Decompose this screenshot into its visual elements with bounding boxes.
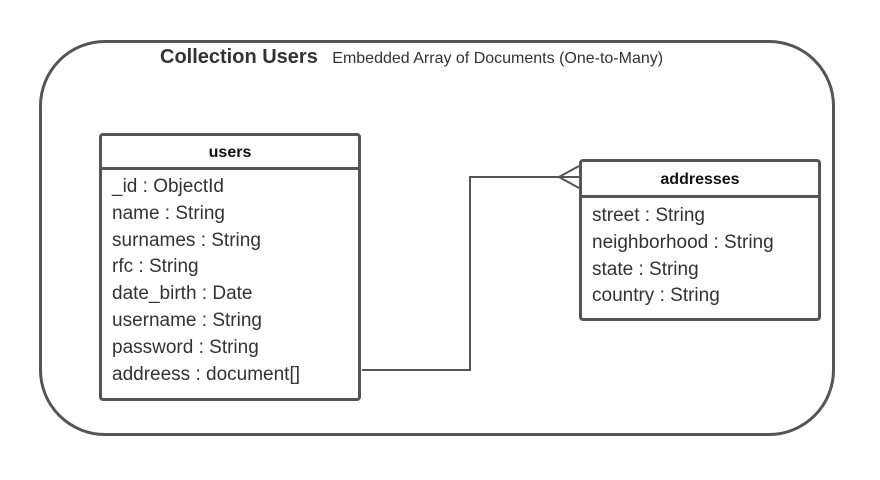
- field-neighborhood: neighborhood : String: [592, 231, 774, 253]
- field-street: street : String: [592, 205, 705, 226]
- field-date-birth: date_birth : Date: [112, 283, 253, 305]
- addresses-entity-name: addresses: [582, 162, 818, 198]
- diagram-title: Collection Users Embedded Array of Docum…: [160, 46, 663, 69]
- field-country: country : String: [592, 285, 720, 307]
- field-name: name : String: [112, 202, 225, 224]
- field-addreess: addreess : document[]: [112, 363, 300, 385]
- title-main: Collection Users: [160, 46, 318, 68]
- addresses-field-list: street : String neighborhood : String st…: [582, 198, 818, 310]
- field-surnames: surnames : String: [112, 229, 261, 251]
- field-rfc: rfc : String: [112, 256, 199, 278]
- field-username: username : String: [112, 309, 262, 331]
- users-field-list: _id : ObjectId name : String surnames : …: [102, 170, 358, 388]
- users-entity[interactable]: users _id : ObjectId name : String surna…: [99, 133, 361, 401]
- field-id: _id : ObjectId: [112, 176, 224, 197]
- collection-container: [39, 40, 835, 436]
- addresses-entity[interactable]: addresses street : String neighborhood :…: [579, 159, 821, 321]
- field-state: state : String: [592, 258, 699, 280]
- users-entity-name: users: [102, 136, 358, 170]
- field-password: password : String: [112, 336, 259, 358]
- title-subtitle: Embedded Array of Documents (One-to-Many…: [332, 50, 664, 67]
